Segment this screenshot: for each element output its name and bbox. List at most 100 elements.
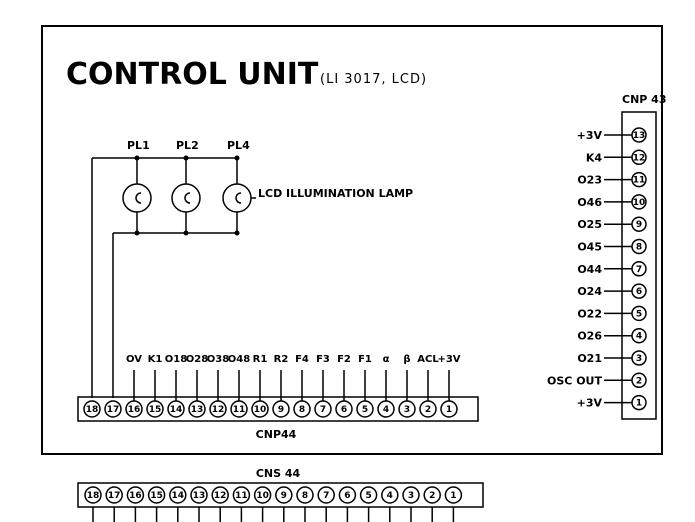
cnp44-pin-number: 7 xyxy=(320,405,326,415)
lamp-caption: LCD ILLUMINATION LAMP xyxy=(258,187,413,200)
cnp44-signal-label: O28 xyxy=(186,354,208,365)
cns44-pin-circle xyxy=(253,486,272,504)
cnp44-pin-number: 2 xyxy=(425,405,431,415)
junction-dot xyxy=(234,230,240,236)
cns44-pin-circle xyxy=(105,486,123,504)
cns44-pin-circle xyxy=(402,486,420,504)
cnp44-pin-number: 11 xyxy=(233,405,246,415)
cnp44-signal-label: α xyxy=(383,354,390,365)
lamp-bulb-icon xyxy=(222,183,252,213)
cns44-pin-circle xyxy=(84,486,102,504)
lamp-filament-icon xyxy=(135,192,142,204)
cns44-pin-circle xyxy=(444,486,463,504)
cnp43-pin-number: 3 xyxy=(636,354,642,364)
cns44-pin-number: 4 xyxy=(387,491,393,501)
cnp43-pin-label: O25 xyxy=(577,218,602,231)
lamp-filament-icon xyxy=(184,192,191,204)
cns44-pin-number: 6 xyxy=(344,491,350,501)
cnp44-signal-label: R2 xyxy=(274,354,289,365)
lamp-label: PL1 xyxy=(127,139,150,152)
cnp43-pin-label: OSC OUT xyxy=(547,374,602,387)
cnp44-name: CNP44 xyxy=(256,428,297,441)
junction-dot xyxy=(183,155,189,161)
cnp44-signal-label: O18 xyxy=(165,354,187,365)
cnp43-pin-number: 13 xyxy=(633,131,646,141)
cns44-pin-number: 14 xyxy=(172,491,185,501)
lamp-bulb-icon xyxy=(122,183,152,213)
cnp44-signal-label: K1 xyxy=(148,354,163,365)
cns44-pin-circle xyxy=(423,486,441,504)
cnp43-pin-number: 11 xyxy=(633,176,646,186)
cnp44-signal-label: F4 xyxy=(295,354,309,365)
cnp43-pin-number: 1 xyxy=(636,399,642,409)
cnp44-pin-number: 18 xyxy=(86,405,99,415)
cns44-pin-circle xyxy=(381,486,399,504)
cnp44-pin-number: 12 xyxy=(212,405,225,415)
cnp44-signal-label: β xyxy=(403,354,410,365)
cnp43-pin-label: O21 xyxy=(577,352,602,365)
cns44-pin-number: 11 xyxy=(235,491,248,501)
cnp43-pin-label: +3V xyxy=(577,129,603,142)
cnp44-pin-number: 9 xyxy=(278,405,284,415)
cns44-pin-number: 18 xyxy=(87,491,100,501)
cns44-pin-circle xyxy=(317,486,335,504)
cnp44-signal-label: +3V xyxy=(437,354,460,365)
cnp44-pin-number: 8 xyxy=(299,405,305,415)
cnp44-pin-number: 6 xyxy=(341,405,347,415)
cnp43-pin-number: 10 xyxy=(633,198,646,208)
cns44-pin-number: 13 xyxy=(193,491,206,501)
cnp44-signal-label: F3 xyxy=(316,354,330,365)
control-unit-frame xyxy=(41,25,663,455)
junction-dot xyxy=(234,155,240,161)
cnp44-pin-number: 13 xyxy=(191,405,204,415)
cnp44-signal-label: ACL xyxy=(417,354,439,365)
cnp44-pin-number: 17 xyxy=(107,405,120,415)
cns44-name: CNS 44 xyxy=(256,467,301,480)
cnp43-pin-number: 4 xyxy=(636,332,642,342)
cnp43-pin-label: O26 xyxy=(577,330,602,343)
cns44-pin-number: 7 xyxy=(323,491,329,501)
cns44-pin-number: 10 xyxy=(256,491,269,501)
cnp43-pin-number: 2 xyxy=(636,376,642,386)
cnp43-pin-number: 5 xyxy=(636,309,642,319)
cnp43-housing xyxy=(621,111,657,420)
cnp44-signal-label: R1 xyxy=(253,354,268,365)
cns44-pin-number: 3 xyxy=(408,491,414,501)
cns44-housing xyxy=(77,482,484,508)
cns44-pin-number: 1 xyxy=(450,491,456,501)
cnp44-pin-number: 4 xyxy=(383,405,389,415)
diagram-subtitle: (LI 3017, LCD) xyxy=(320,72,427,87)
cnp44-pin-number: 1 xyxy=(446,405,452,415)
cns44-pin-circle xyxy=(169,486,187,504)
cns44-pin-circle xyxy=(147,486,166,504)
cnp43-pin-number: 12 xyxy=(633,153,646,163)
cnp44-signal-label: O48 xyxy=(228,354,250,365)
cnp43-pin-label: O23 xyxy=(577,174,602,187)
cnp43-name: CNP 43 xyxy=(622,93,666,106)
diagram-title: CONTROL UNIT xyxy=(66,57,319,92)
cns44-pin-circle xyxy=(338,486,357,504)
cnp44-pin-number: 10 xyxy=(254,405,267,415)
cns44-pin-number: 5 xyxy=(365,491,371,501)
cns44-pin-circle xyxy=(190,486,208,504)
cns44-pin-circle xyxy=(359,486,378,504)
cns44-pin-number: 9 xyxy=(281,491,287,501)
cnp43-pin-label: O46 xyxy=(577,196,602,209)
cns44-pin-circle xyxy=(126,486,145,504)
cns44-pin-circle xyxy=(275,486,293,504)
cns44-pin-number: 2 xyxy=(429,491,435,501)
cnp43-pin-number: 7 xyxy=(636,265,642,275)
cnp43-pin-label: O45 xyxy=(577,241,602,254)
cnp44-pin-number: 15 xyxy=(149,405,162,415)
cnp44-housing xyxy=(77,396,479,422)
cnp43-pin-number: 9 xyxy=(636,220,642,230)
lamp-label: PL2 xyxy=(176,139,199,152)
cns44-pin-number: 15 xyxy=(150,491,163,501)
cnp44-signal-label: F1 xyxy=(358,354,372,365)
cnp44-pin-circle xyxy=(83,400,101,418)
cnp43-pin-label: O22 xyxy=(577,307,602,320)
